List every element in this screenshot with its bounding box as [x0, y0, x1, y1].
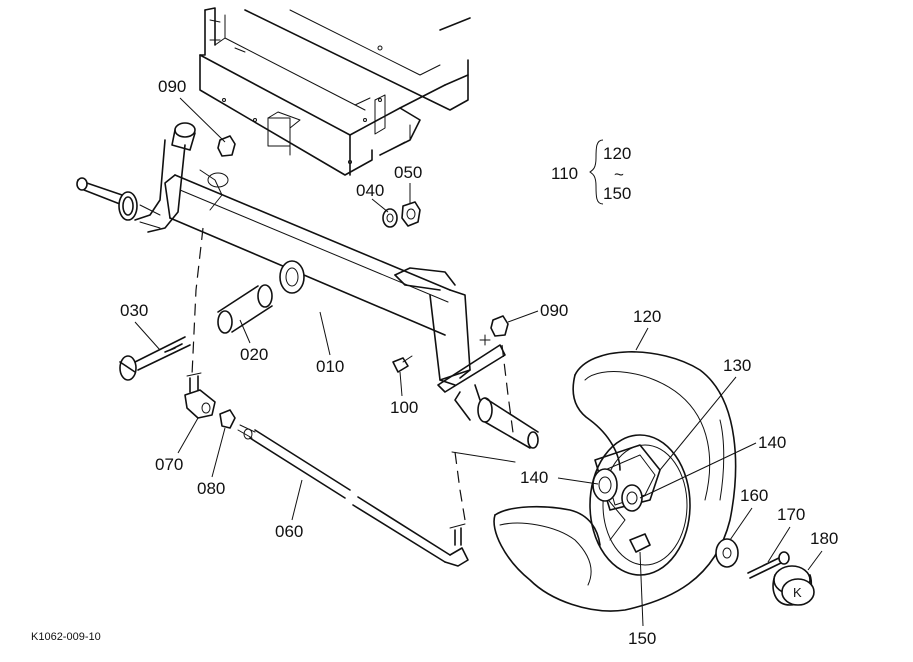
- label-090-upper: 090: [158, 77, 186, 96]
- washer-160: [715, 538, 739, 568]
- label-090-right: 090: [540, 301, 568, 320]
- label-110: 110: [551, 164, 578, 183]
- front-axle: [76, 122, 539, 449]
- label-150: 150: [628, 629, 656, 648]
- wheel-rim: [589, 434, 691, 576]
- label-080: 080: [197, 479, 225, 498]
- label-070: 070: [155, 455, 183, 474]
- leader-lines: [134, 97, 823, 627]
- label-060: 060: [275, 522, 303, 541]
- label-140-left: 140: [520, 468, 548, 487]
- label-110-tilde: ~: [614, 165, 624, 184]
- label-120: 120: [633, 307, 661, 326]
- label-170: 170: [777, 505, 805, 524]
- hub-cap-mark: K: [793, 585, 802, 600]
- nut-090-upper: [217, 135, 236, 157]
- label-100: 100: [390, 398, 418, 417]
- label-040: 040: [356, 181, 384, 200]
- tire: [493, 351, 737, 612]
- hub-cap: K: [772, 565, 815, 606]
- bearing-inner: [621, 484, 643, 512]
- chassis-frame: [199, 7, 471, 176]
- label-110-start: 120: [603, 144, 631, 163]
- part-labels: 090 040 050 110 120 ~ 150 030 020 010 09…: [31, 77, 838, 648]
- label-030: 030: [120, 301, 148, 320]
- pivot-bolt: [119, 336, 191, 381]
- label-020: 020: [240, 345, 268, 364]
- nut-050: [401, 201, 421, 227]
- cotter-pin: [747, 551, 790, 579]
- lock-nut-080: [219, 409, 236, 429]
- group-bracket: [589, 139, 604, 205]
- label-010: 010: [316, 357, 344, 376]
- grease-fitting: [392, 355, 413, 373]
- label-130: 130: [723, 356, 751, 375]
- tie-rod: [237, 424, 469, 567]
- label-050: 050: [394, 163, 422, 182]
- bushing: [217, 260, 305, 334]
- valve-stem: [629, 533, 651, 553]
- tie-rod-end: [184, 372, 216, 419]
- bearing-outer: [592, 468, 618, 502]
- label-140-right: 140: [758, 433, 786, 452]
- nut-090-right: [490, 315, 509, 337]
- drawing-reference: K1062-009-10: [31, 631, 101, 643]
- label-160: 160: [740, 486, 768, 505]
- alignment-lines: [191, 227, 516, 521]
- washer-040: [382, 208, 398, 228]
- label-110-end: 150: [603, 184, 631, 203]
- label-180: 180: [810, 529, 838, 548]
